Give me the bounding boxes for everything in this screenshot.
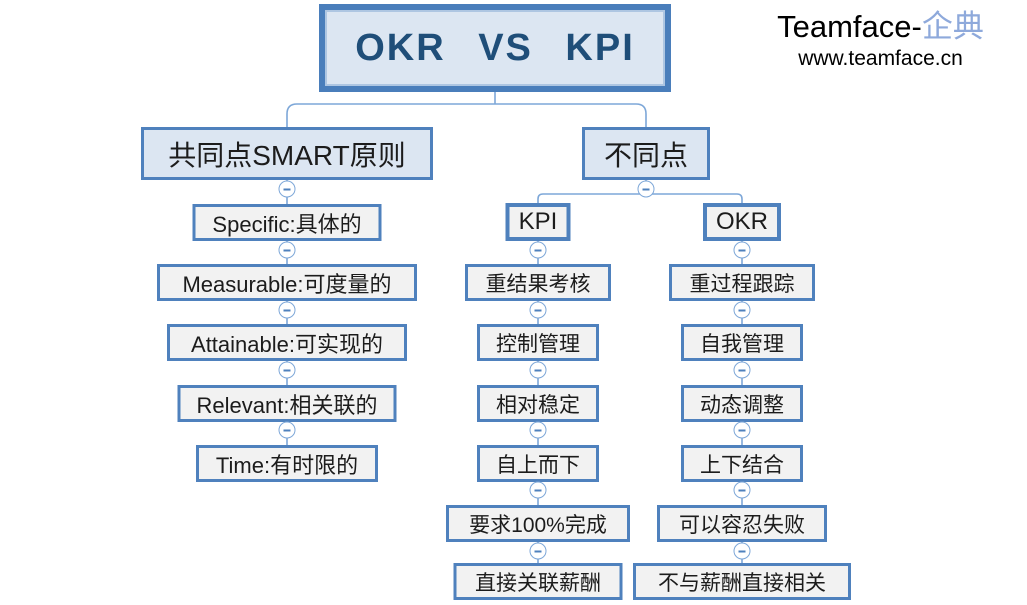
- collapse-toggle-okr-4[interactable]: [733, 481, 751, 499]
- collapse-toggle-common[interactable]: [278, 180, 296, 198]
- branch-node-different[interactable]: 不同点: [582, 127, 710, 180]
- collapse-toggle-specific[interactable]: [278, 241, 296, 259]
- node-okr-process-tracking[interactable]: 重过程跟踪: [669, 264, 815, 301]
- minus-icon: [738, 249, 746, 251]
- collapse-toggle-kpi-2[interactable]: [529, 361, 547, 379]
- collapse-toggle-measurable[interactable]: [278, 301, 296, 319]
- minus-icon: [738, 489, 746, 491]
- node-okr-tolerate-failure[interactable]: 可以容忍失败: [657, 505, 827, 542]
- brand-accent: 企典: [921, 9, 984, 44]
- collapse-toggle-kpi-5[interactable]: [529, 542, 547, 560]
- node-relevant[interactable]: Relevant:相关联的: [177, 385, 397, 422]
- collapse-toggle-relevant[interactable]: [278, 421, 296, 439]
- branch-node-common[interactable]: 共同点SMART原则: [141, 127, 433, 180]
- minus-icon: [738, 369, 746, 371]
- minus-icon: [738, 550, 746, 552]
- collapse-toggle-okr-2[interactable]: [733, 361, 751, 379]
- node-kpi-100-percent-completion[interactable]: 要求100%完成: [446, 505, 630, 542]
- collapse-toggle-okr-5[interactable]: [733, 542, 751, 560]
- node-okr-top-down-combination[interactable]: 上下结合: [681, 445, 803, 482]
- collapse-toggle-kpi-4[interactable]: [529, 481, 547, 499]
- collapse-toggle-okr-1[interactable]: [733, 301, 751, 319]
- brand-prefix: Teamface-: [777, 9, 922, 44]
- node-attainable[interactable]: Attainable:可实现的: [167, 324, 407, 361]
- minus-icon: [642, 188, 650, 190]
- node-kpi-control-management[interactable]: 控制管理: [477, 324, 599, 361]
- node-okr-dynamic-adjustment[interactable]: 动态调整: [681, 385, 803, 422]
- node-okr[interactable]: OKR: [703, 203, 781, 241]
- node-okr-self-management[interactable]: 自我管理: [681, 324, 803, 361]
- minus-icon: [283, 429, 291, 431]
- minus-icon: [283, 188, 291, 190]
- collapse-toggle-attainable[interactable]: [278, 361, 296, 379]
- node-kpi-result-assessment[interactable]: 重结果考核: [465, 264, 611, 301]
- brand-logo: Teamface-企典 www.teamface.cn: [763, 8, 998, 72]
- minus-icon: [534, 550, 542, 552]
- node-specific[interactable]: Specific:具体的: [192, 204, 382, 241]
- brand-name: Teamface-企典: [763, 8, 998, 46]
- collapse-toggle-kpi-3[interactable]: [529, 421, 547, 439]
- collapse-toggle-different[interactable]: [637, 180, 655, 198]
- node-measurable[interactable]: Measurable:可度量的: [157, 264, 417, 301]
- collapse-toggle-okr-3[interactable]: [733, 421, 751, 439]
- minus-icon: [534, 429, 542, 431]
- title-node-okr-vs-kpi[interactable]: OKR VS KPI: [319, 4, 671, 92]
- minus-icon: [738, 429, 746, 431]
- collapse-toggle-okr[interactable]: [733, 241, 751, 259]
- node-kpi[interactable]: KPI: [505, 203, 571, 241]
- minus-icon: [534, 249, 542, 251]
- minus-icon: [283, 249, 291, 251]
- node-kpi-top-down[interactable]: 自上而下: [477, 445, 599, 482]
- minus-icon: [283, 369, 291, 371]
- node-time[interactable]: Time:有时限的: [196, 445, 378, 482]
- node-okr-not-directly-linked-to-pay[interactable]: 不与薪酬直接相关: [633, 563, 851, 600]
- minus-icon: [534, 309, 542, 311]
- brand-url: www.teamface.cn: [798, 47, 963, 70]
- minus-icon: [283, 309, 291, 311]
- minus-icon: [534, 489, 542, 491]
- collapse-toggle-kpi[interactable]: [529, 241, 547, 259]
- collapse-toggle-kpi-1[interactable]: [529, 301, 547, 319]
- minus-icon: [534, 369, 542, 371]
- node-kpi-directly-linked-to-pay[interactable]: 直接关联薪酬: [453, 563, 623, 600]
- minus-icon: [738, 309, 746, 311]
- node-kpi-relatively-stable[interactable]: 相对稳定: [477, 385, 599, 422]
